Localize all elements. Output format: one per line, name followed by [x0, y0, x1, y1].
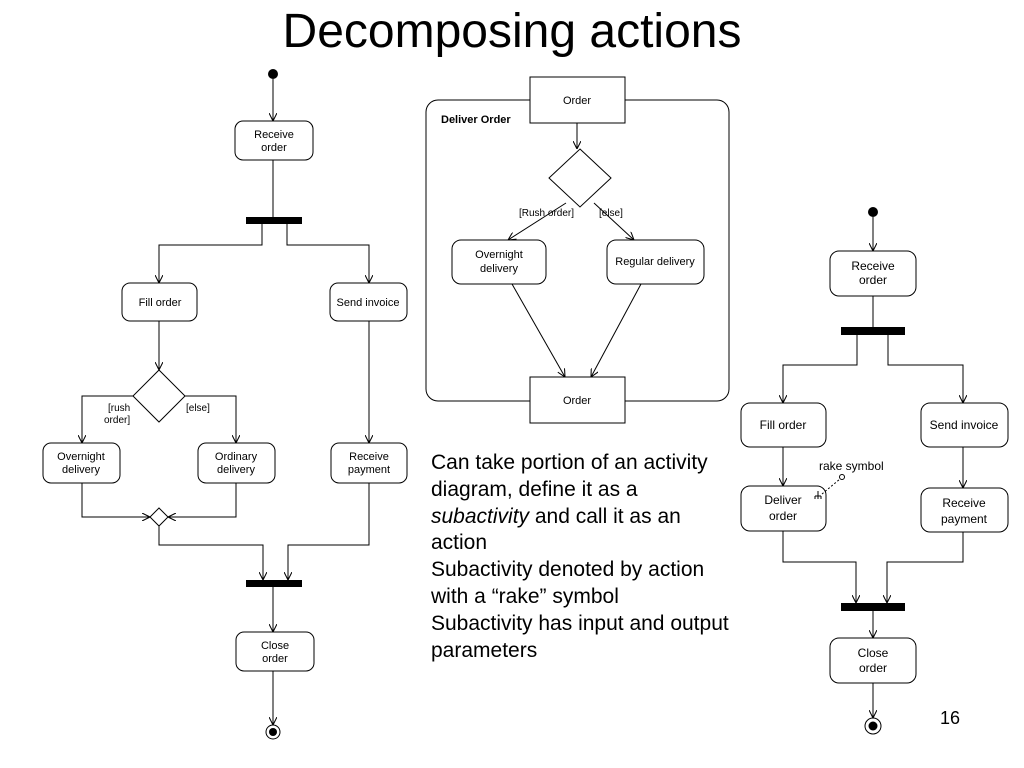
merge-node — [149, 507, 169, 527]
action-overnight-delivery: Overnight delivery — [42, 442, 121, 484]
action-deliver-order: Deliver order — [740, 485, 827, 532]
action-label: Overnight — [475, 249, 523, 261]
flow-edge — [286, 224, 369, 283]
body-paragraph: Subactivity has input and output paramet… — [431, 611, 729, 662]
action-send-invoice: Send invoice — [920, 402, 1009, 448]
action-overnight-delivery: Overnight delivery — [451, 239, 547, 285]
action-ordinary-delivery: Ordinary delivery — [197, 442, 276, 484]
action-label: Receive — [254, 129, 294, 141]
text-run: and call it as an action — [431, 504, 681, 555]
flow-edge — [887, 532, 964, 603]
initial-node — [868, 207, 878, 217]
flow-edge — [288, 483, 370, 580]
input-parameter-order: Order — [529, 76, 626, 124]
guard-label: [else] — [599, 208, 623, 219]
final-node — [864, 717, 882, 735]
guard-label: order] — [104, 415, 130, 426]
decision-node — [132, 369, 186, 423]
action-label: Send invoice — [337, 297, 400, 309]
action-label: order — [262, 653, 288, 665]
flow-edge — [782, 531, 856, 603]
parameter-label: Order — [563, 95, 591, 107]
flow-edge — [159, 224, 263, 283]
action-label: order — [769, 509, 797, 523]
body-text: Can take portion of an activity diagram,… — [431, 450, 731, 664]
flow-edge — [887, 335, 963, 403]
rake-annotation: rake symbol — [819, 459, 884, 473]
left-activity-diagram: Receive order Fill order Send invoice [r… — [42, 69, 408, 740]
action-label: Close — [858, 646, 889, 660]
action-close-order: Close order — [829, 637, 917, 684]
fork-bar — [246, 217, 302, 224]
flow-edge — [185, 395, 236, 443]
flow-edge — [593, 202, 634, 240]
action-label: Close — [261, 640, 289, 652]
action-receive-order: Receive order — [829, 250, 917, 297]
action-label: Receive — [942, 496, 986, 510]
action-label: order — [261, 142, 287, 154]
subactivity-name: Deliver Order — [441, 114, 511, 126]
action-close-order: Close order — [235, 631, 315, 672]
right-activity-diagram: Receive order Fill order Send invoice De… — [740, 207, 1009, 735]
parameter-label: Order — [563, 395, 591, 407]
action-label: Receive — [349, 451, 389, 463]
action-label: delivery — [62, 464, 100, 476]
slide-title: Decomposing actions — [282, 5, 742, 58]
guard-label: [Rush order] — [519, 208, 574, 219]
flow-edge — [81, 483, 150, 517]
fork-bar — [841, 327, 905, 335]
action-label: payment — [348, 464, 390, 476]
action-fill-order: Fill order — [121, 282, 198, 322]
subactivity-deliver-order: Deliver Order Order [Rush order] [else] … — [425, 76, 730, 424]
action-label: Deliver — [764, 493, 801, 507]
rake-icon — [814, 491, 822, 499]
decision-node — [548, 148, 612, 208]
flow-edge — [158, 526, 263, 580]
body-paragraph: Subactivity denoted by action with a “ra… — [431, 558, 705, 608]
initial-node — [268, 69, 278, 79]
flow-edge — [508, 202, 567, 240]
action-label: Fill order — [139, 297, 182, 309]
guard-label: [rush — [108, 403, 130, 414]
text-run: Can take portion of an activity diagram,… — [431, 451, 708, 501]
output-parameter-order: Order — [529, 376, 626, 424]
flow-edge — [511, 283, 565, 377]
action-label: Receive — [851, 259, 895, 273]
action-receive-order: Receive order — [234, 120, 314, 161]
action-label: Fill order — [760, 418, 807, 432]
action-send-invoice: Send invoice — [329, 282, 408, 322]
action-receive-payment: Receive payment — [330, 442, 408, 484]
action-label: delivery — [480, 263, 518, 275]
join-bar — [841, 603, 905, 611]
action-regular-delivery: Regular delivery — [606, 239, 705, 285]
action-label: order — [859, 661, 887, 675]
action-fill-order: Fill order — [740, 402, 827, 448]
action-label: Send invoice — [930, 418, 999, 432]
action-label: Regular delivery — [615, 256, 695, 268]
flow-edge — [783, 335, 858, 403]
rake-symbol-callout: rake symbol — [819, 459, 884, 495]
action-label: order — [859, 273, 887, 287]
action-label: Ordinary — [215, 451, 258, 463]
emphasis-subactivity: subactivity — [431, 504, 530, 528]
join-bar — [246, 580, 302, 587]
flow-edge — [591, 283, 642, 377]
body-paragraph: Can take portion of an activity diagram,… — [431, 450, 731, 557]
final-node — [265, 724, 281, 740]
action-receive-payment: Receive payment — [920, 487, 1009, 533]
flow-edge — [168, 483, 237, 517]
page-number: 16 — [940, 708, 961, 728]
action-label: payment — [941, 512, 988, 526]
guard-label: [else] — [186, 403, 210, 414]
action-label: Overnight — [57, 451, 105, 463]
action-label: delivery — [217, 464, 255, 476]
flow-edge — [82, 395, 133, 443]
